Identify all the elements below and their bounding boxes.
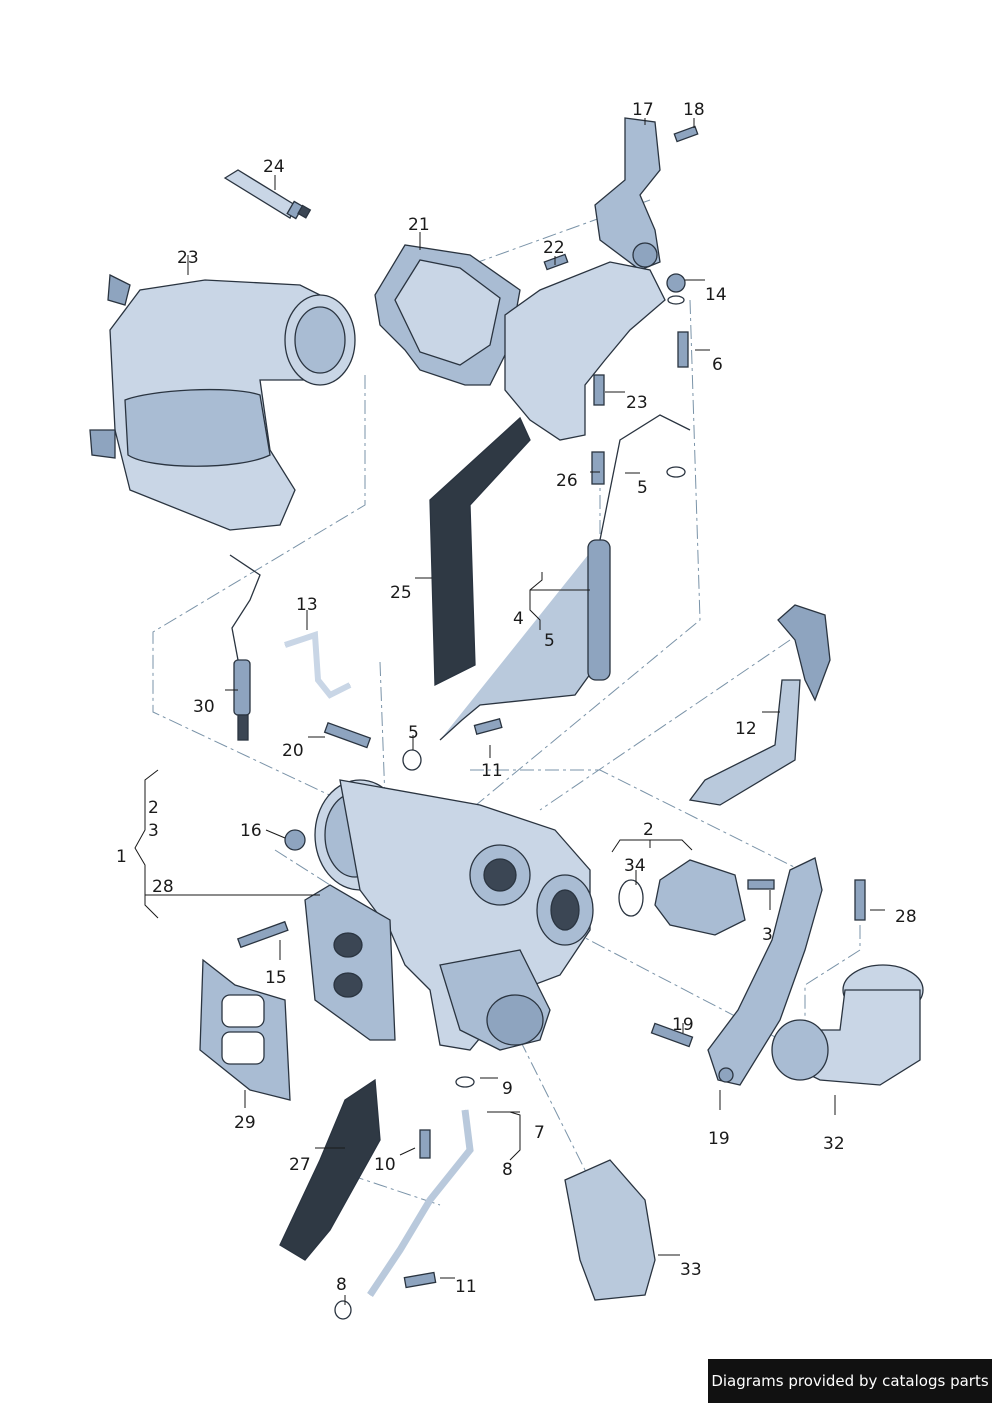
intercooler-hose	[564, 1159, 656, 1301]
label-34: 34	[624, 856, 646, 876]
actuator	[618, 859, 746, 936]
label-15: 15	[265, 968, 287, 988]
label-5-c: 5	[408, 723, 419, 743]
attribution-footer: Diagrams provided by catalogs parts	[708, 1359, 992, 1403]
label-9: 9	[502, 1079, 513, 1099]
label-18: 18	[683, 100, 705, 120]
label-24: 24	[263, 157, 285, 177]
flange-gasket	[199, 958, 291, 1101]
label-2-right: 2	[643, 820, 654, 840]
label-11-bottom: 11	[455, 1277, 477, 1297]
coolant-pipe-small	[284, 630, 352, 699]
label-26: 27	[289, 1155, 311, 1175]
label-11-top: 11	[481, 761, 503, 781]
label-10: 10	[374, 1155, 396, 1175]
label-30: 30	[193, 697, 215, 717]
label-7: 7	[534, 1123, 545, 1143]
part-labels: 23 24 21 17 18 22 14 6 23 26 5 25 4 5 13…	[116, 100, 917, 1297]
label-29: 29	[234, 1113, 256, 1133]
label-32: 32	[823, 1134, 845, 1154]
lower-heat-strip	[279, 1078, 381, 1261]
stud	[236, 920, 289, 949]
label-17: 17	[632, 100, 654, 120]
label-28-right: 28	[895, 907, 917, 927]
label-22: 21	[408, 215, 430, 235]
label-8-bottom: 8	[336, 1275, 347, 1295]
label-23-top: 22	[543, 238, 565, 258]
leader-lines	[134, 118, 885, 1305]
label-16: 16	[240, 821, 262, 841]
coolant-hose-right	[688, 604, 831, 806]
label-31: 23	[177, 248, 199, 268]
label-3-left: 3	[148, 821, 159, 841]
label-5-a: 5	[637, 478, 648, 498]
oxygen-sensor	[229, 554, 261, 741]
bolts	[284, 125, 866, 1289]
label-1: 1	[116, 847, 127, 867]
label-4: 4	[513, 609, 524, 629]
label-5-b: 5	[544, 631, 555, 651]
heat-shield	[374, 244, 521, 386]
label-20: 20	[282, 741, 304, 761]
sealant-tube	[223, 169, 312, 220]
label-6: 6	[712, 355, 723, 375]
label-28-left: 28	[152, 877, 174, 897]
seal-rings	[334, 295, 686, 1320]
bracket-right	[707, 857, 823, 1086]
elbow-connector	[771, 964, 924, 1086]
label-12: 12	[735, 719, 757, 739]
label-3-right: 3	[762, 925, 773, 945]
label-19: 19	[708, 1129, 730, 1149]
catalytic-converter	[89, 273, 356, 531]
bracket-top	[594, 117, 661, 271]
oil-return-line	[367, 1109, 474, 1297]
label-14: 14	[705, 285, 727, 305]
label-13: 13	[296, 595, 318, 615]
label-2-left: 2	[148, 798, 159, 818]
label-23-mid: 23	[626, 393, 648, 413]
turbocharger	[304, 779, 594, 1051]
label-25: 25	[390, 583, 412, 603]
label-27: 26	[556, 471, 578, 491]
label-21: 19	[672, 1015, 694, 1035]
heat-shield-front	[504, 261, 666, 441]
label-8-mid: 8	[502, 1160, 513, 1180]
label-33: 33	[680, 1260, 702, 1280]
gasket-strip	[429, 416, 531, 687]
